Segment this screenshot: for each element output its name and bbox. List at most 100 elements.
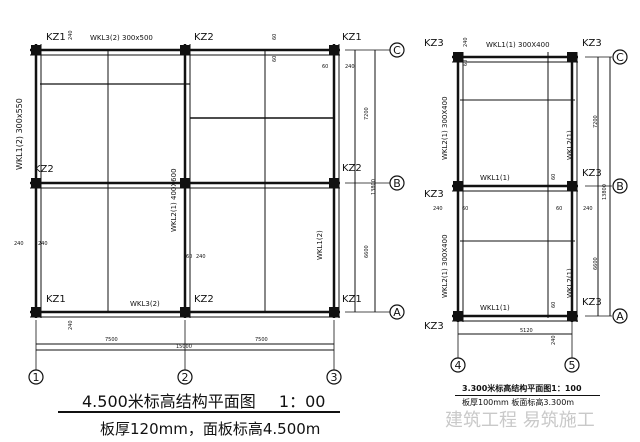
right-plan-label: KZ3	[424, 321, 444, 332]
left-axis-number-2-circle	[177, 369, 193, 385]
left-axis-letter-B-circle	[389, 175, 405, 191]
left-plan-label: 7500	[255, 337, 268, 343]
column	[180, 307, 190, 317]
right-plan-label: 240	[463, 37, 469, 47]
left-plan-label: KZ1	[46, 32, 66, 43]
left-axis-number-1: 1	[33, 371, 40, 384]
right-plan-label: WKL1(1)	[480, 174, 510, 182]
column	[567, 52, 577, 62]
left-plan-label: 240	[38, 241, 48, 247]
left-plan-label: 6600	[364, 245, 370, 258]
left-plan-label: KZ1	[342, 294, 362, 305]
right-plan-label: WKL1(1)	[480, 304, 510, 312]
right-plan-note: 板厚100mm 板面标高3.300m	[462, 398, 575, 407]
column	[329, 45, 339, 55]
left-plan-label: 60	[186, 254, 192, 260]
right-axis-letter-A-circle	[612, 308, 628, 324]
left-plan-note: 板厚120mm，面板标高4.500m	[100, 420, 321, 438]
left-plan-label: 240	[196, 254, 206, 260]
left-plan-label: WKL1(2) 300x550	[15, 98, 24, 170]
left-plan-label: 60	[272, 56, 278, 62]
left-plan-label: KZ2	[194, 294, 214, 305]
watermark: 建筑工程 易筑施工	[445, 410, 595, 431]
right-plan-label: 60	[551, 302, 557, 308]
left-axis-letter-C: C	[393, 44, 401, 57]
right-plan-label: KZ3	[424, 38, 444, 49]
left-plan-label: WKL3(2) 300x500	[90, 34, 153, 42]
right-axis-letter-B: B	[616, 180, 624, 193]
left-plan-label: 240	[68, 320, 74, 330]
right-plan-label: 7200	[593, 115, 599, 128]
left-plan-label: WKL2(1) 400X600	[170, 168, 178, 232]
column	[31, 45, 41, 55]
column	[567, 181, 577, 191]
left-plan-title-text: 4.500米标高结构平面图	[82, 392, 256, 411]
right-plan-label: KZ3	[582, 297, 602, 308]
left-plan-scale: 1：00	[278, 392, 326, 411]
right-axis-number-5-circle	[564, 357, 580, 373]
left-axis-letter-C-circle	[389, 42, 405, 58]
column	[453, 52, 463, 62]
right-axis-number-4-circle	[450, 357, 466, 373]
column	[180, 45, 190, 55]
column	[567, 311, 577, 321]
left-plan-label: 60	[272, 34, 278, 40]
left-plan-label: KZ2	[342, 163, 362, 174]
right-plan-label: 60	[462, 206, 468, 212]
left-plan-label: 60	[322, 64, 328, 70]
left-axis-letter-A: A	[393, 306, 401, 319]
left-plan-label: KZ1	[342, 32, 362, 43]
left-axis-number-1-circle	[28, 369, 44, 385]
left-plan-label: 13800	[371, 179, 377, 195]
right-plan-label: 60	[556, 206, 562, 212]
right-plan-label: 60	[551, 174, 557, 180]
left-plan-label: 240	[345, 64, 355, 70]
left-plan-label: 15000	[176, 344, 192, 350]
column	[453, 181, 463, 191]
right-plan-label: 240	[551, 335, 557, 345]
column	[453, 311, 463, 321]
right-axis-letter-C: C	[616, 51, 624, 64]
left-plan-label: KZ2	[34, 164, 54, 175]
left-plan-label: KZ2	[194, 32, 214, 43]
right-plan-label: 60	[463, 60, 469, 66]
right-plan-label: WKL2(1)	[566, 268, 574, 298]
left-axis-letter-B: B	[393, 177, 401, 190]
right-title-underline	[455, 395, 600, 396]
right-axis-letter-A: A	[616, 310, 624, 323]
right-plan-label: 13800	[602, 184, 608, 200]
left-plan-label: 240	[14, 241, 24, 247]
right-plan-label: KZ3	[424, 189, 444, 200]
column	[31, 307, 41, 317]
column	[31, 178, 41, 188]
left-plan-label: KZ1	[46, 294, 66, 305]
left-plan-title: 4.500米标高结构平面图 1：00	[82, 388, 325, 412]
left-axis-number-3-circle	[326, 369, 342, 385]
right-plan-label: 5120	[520, 328, 533, 334]
right-plan-label: KZ3	[582, 38, 602, 49]
left-plan-label: 7200	[364, 107, 370, 120]
right-plan-label: 240	[583, 206, 593, 212]
right-plan-label: 6600	[593, 257, 599, 270]
right-plan-label: WKL1(1) 300X400	[486, 41, 550, 49]
left-plan-label: 7500	[105, 337, 118, 343]
column	[329, 178, 339, 188]
left-axis-number-3: 3	[331, 371, 338, 384]
right-plan-label: WKL2(1) 300X400	[441, 234, 449, 298]
left-axis-letter-A-circle	[389, 304, 405, 320]
right-axis-letter-B-circle	[612, 178, 628, 194]
left-axis-number-2: 2	[182, 371, 189, 384]
right-axis-number-5: 5	[569, 359, 576, 372]
column	[329, 307, 339, 317]
right-plan-label: 240	[433, 206, 443, 212]
right-plan-title: 3.300米标高结构平面图1：100	[462, 384, 582, 393]
right-plan-label: KZ3	[582, 168, 602, 179]
right-plan-label: WKL2(1)	[566, 130, 574, 160]
left-plan-label: WKL1(2)	[316, 230, 324, 260]
right-plan-label: WKL2(1) 300X400	[441, 96, 449, 160]
left-plan-label: WKL3(2)	[130, 300, 160, 308]
column	[180, 178, 190, 188]
left-plan-label: 240	[68, 30, 74, 40]
left-title-underline	[58, 411, 340, 413]
